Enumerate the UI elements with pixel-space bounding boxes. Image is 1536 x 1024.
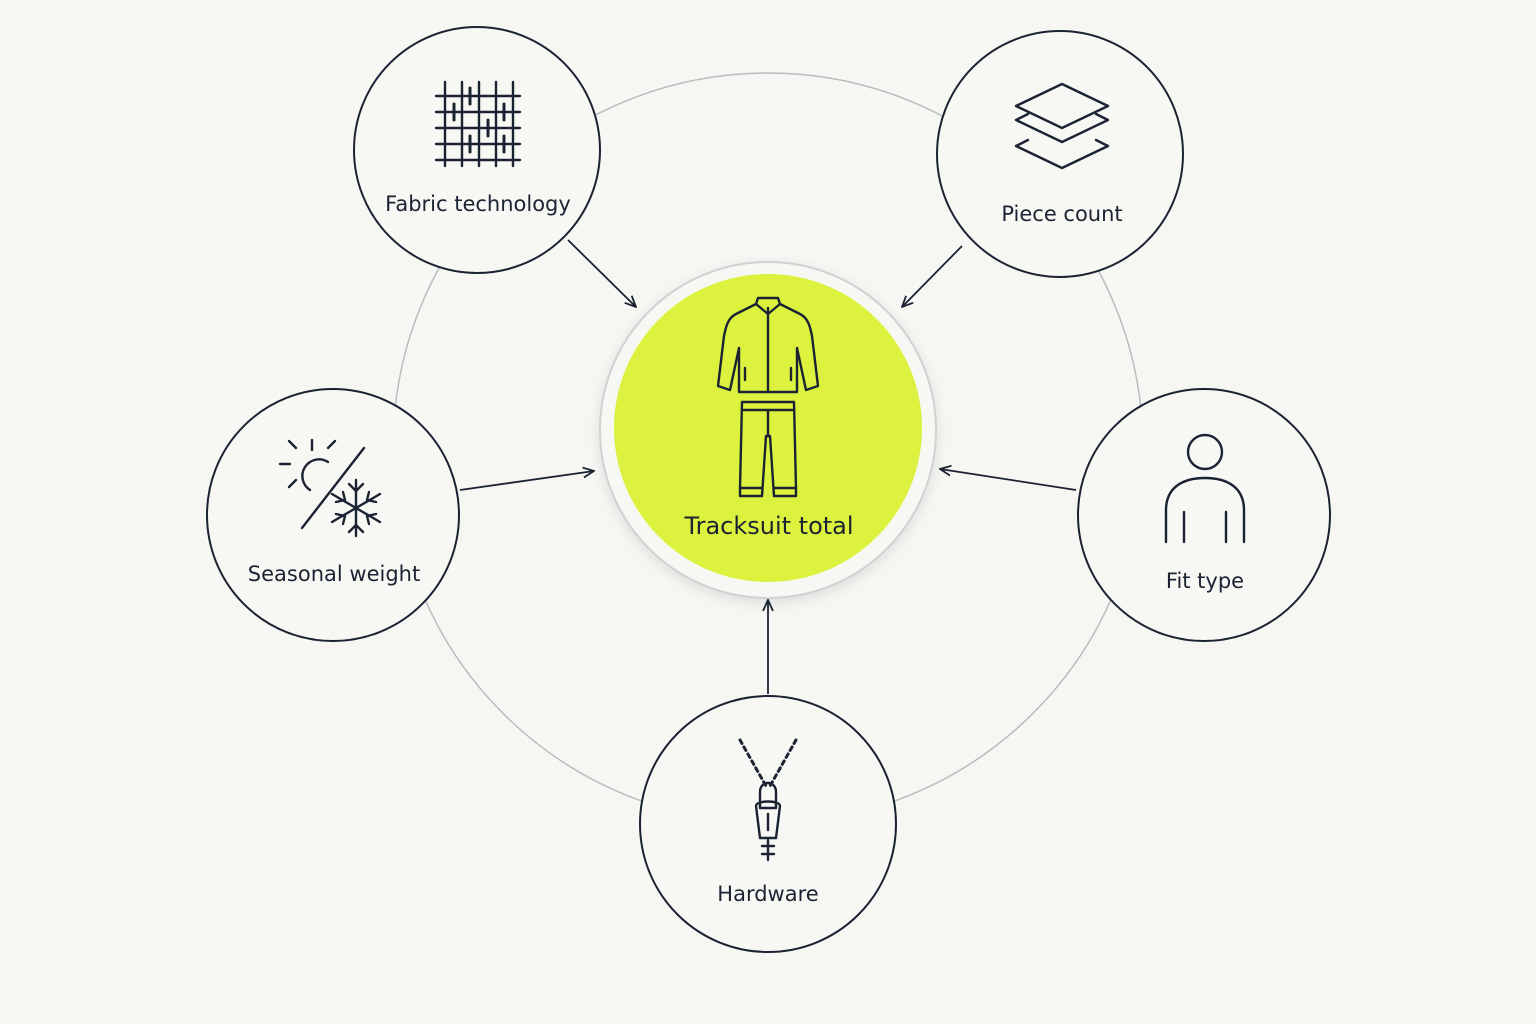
factor-circle	[936, 30, 1184, 278]
arrows	[459, 239, 1077, 694]
layers-icon	[1014, 82, 1110, 170]
arrow-piece-count	[902, 245, 963, 307]
zipper-icon	[738, 738, 798, 862]
hub-node[interactable]: Tracksuit total	[599, 261, 937, 599]
factor-circle	[1077, 388, 1331, 642]
woven-grid-icon	[434, 80, 522, 168]
factor-node-fabric-technology[interactable]: Fabric technology	[353, 26, 601, 274]
arrow-seasonal-weight	[459, 471, 594, 491]
factor-label: Fit type	[1166, 569, 1244, 593]
factor-label: Fabric technology	[385, 192, 571, 216]
factor-node-seasonal-weight[interactable]: Seasonal weight	[206, 388, 460, 642]
factor-label: Hardware	[717, 882, 818, 906]
tracksuit-icon	[716, 296, 820, 498]
factor-label: Piece count	[1001, 202, 1122, 226]
factor-node-piece-count[interactable]: Piece count	[936, 30, 1184, 278]
arrow-fit-type	[940, 469, 1077, 491]
hub-label: Tracksuit total	[683, 512, 853, 540]
factor-circle	[353, 26, 601, 274]
factor-circle	[206, 388, 460, 642]
sun-snowflake-icon	[278, 438, 382, 538]
factor-label: Seasonal weight	[248, 562, 420, 586]
factor-node-hardware[interactable]: Hardware	[639, 695, 897, 953]
arrow-fabric-technology	[567, 239, 636, 307]
person-icon	[1164, 433, 1246, 544]
factor-node-fit-type[interactable]: Fit type	[1077, 388, 1331, 642]
